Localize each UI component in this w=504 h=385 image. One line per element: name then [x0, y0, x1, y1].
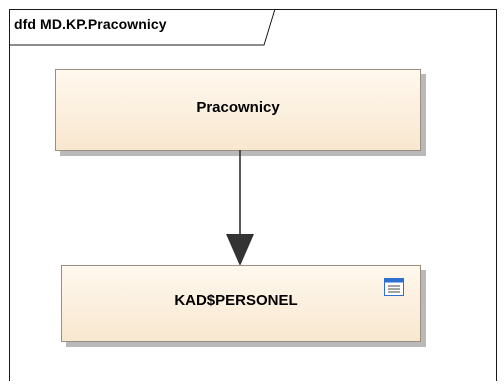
process-node-pracownicy[interactable]: Pracownicy	[55, 69, 421, 151]
diagram-frame	[9, 9, 497, 381]
datastore-node-kadpersonel[interactable]: KAD$PERSONEL	[61, 265, 421, 342]
node-label: Pracownicy	[196, 99, 280, 116]
frame-title-tab	[9, 8, 276, 46]
node-label: KAD$PERSONEL	[174, 292, 298, 309]
frame-title: dfd MD.KP.Pracownicy	[14, 16, 167, 32]
table-icon	[384, 278, 404, 296]
data-flow-arrow[interactable]	[220, 150, 260, 268]
